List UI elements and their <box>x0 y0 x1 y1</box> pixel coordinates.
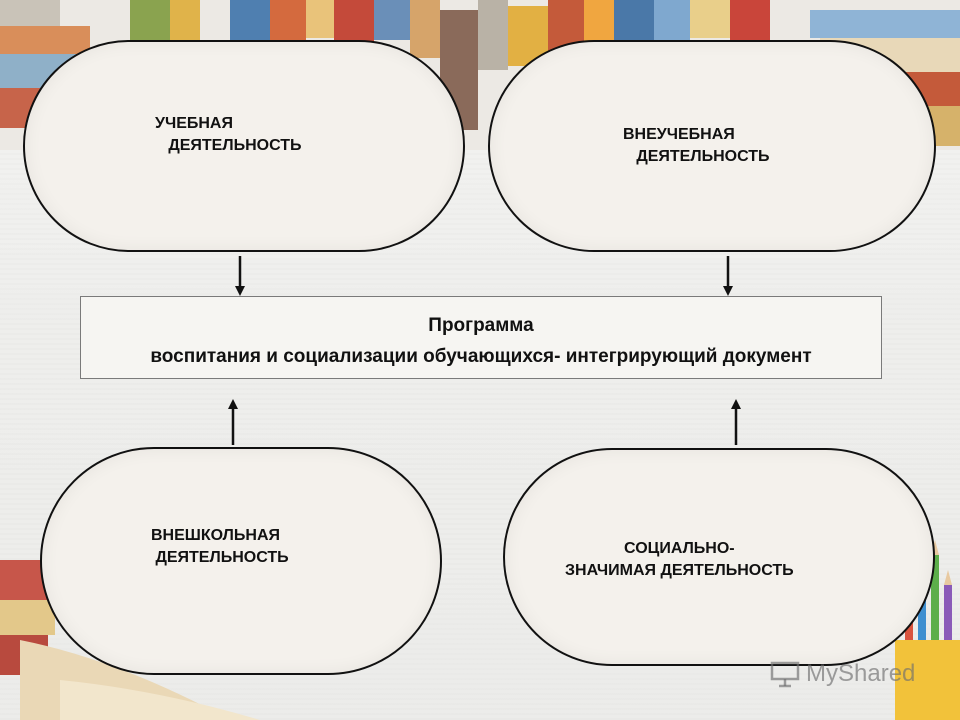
node-academic-activity: УЧЕБНАЯ ДЕЯТЕЛЬНОСТЬ <box>23 40 465 252</box>
watermark: MyShared <box>770 656 915 692</box>
presentation-icon <box>770 661 800 688</box>
node-out-of-school-activity: ВНЕШКОЛЬНАЯ ДЕЯТЕЛЬНОСТЬ <box>40 447 442 675</box>
program-title: Программа <box>428 315 534 336</box>
node-social-label: СОЦИАЛЬНО- ЗНАЧИМАЯ ДЕЯТЕЛЬНОСТЬ <box>565 540 794 579</box>
program-box: Программа воспитания и социализации обуч… <box>80 296 882 379</box>
book-stack-left <box>0 560 260 720</box>
node-out-of-school-label: ВНЕШКОЛЬНАЯ ДЕЯТЕЛЬНОСТЬ <box>151 527 289 566</box>
node-academic-label: УЧЕБНАЯ ДЕЯТЕЛЬНОСТЬ <box>155 115 302 154</box>
node-extracurricular-label: ВНЕУЧЕБНАЯ ДЕЯТЕЛЬНОСТЬ <box>623 126 770 165</box>
watermark-text: MyShared <box>806 660 916 687</box>
program-description: воспитания и социализации обучающихся- и… <box>150 346 812 367</box>
node-extracurricular-activity: ВНЕУЧЕБНАЯ ДЕЯТЕЛЬНОСТЬ <box>488 40 936 252</box>
node-social-activity: СОЦИАЛЬНО- ЗНАЧИМАЯ ДЕЯТЕЛЬНОСТЬ <box>503 448 935 666</box>
